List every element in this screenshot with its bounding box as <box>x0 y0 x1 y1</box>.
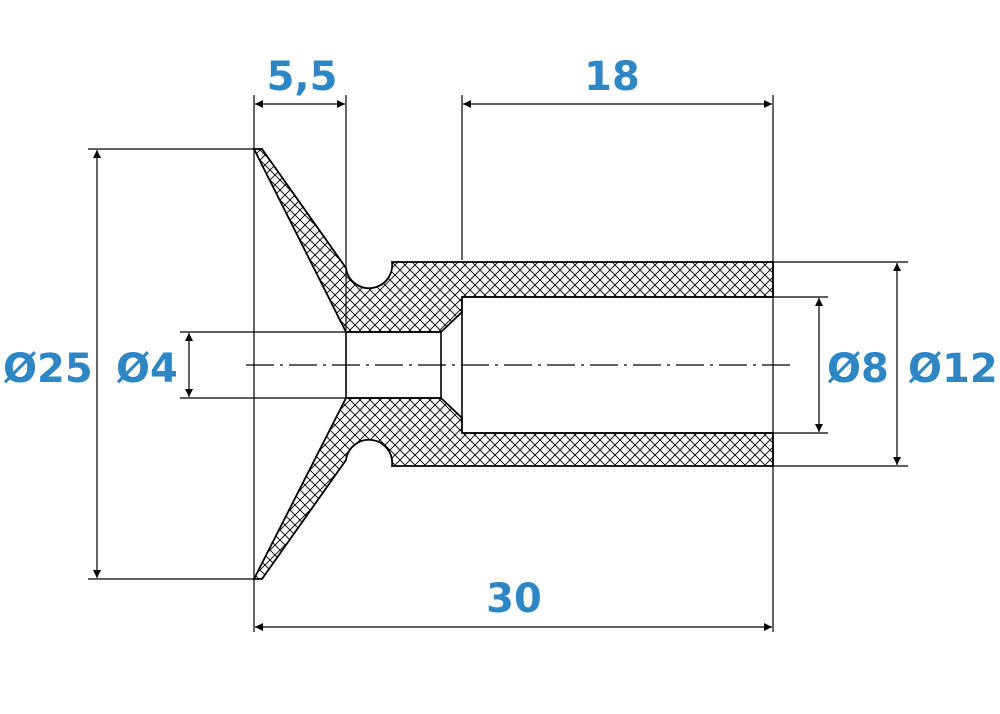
upper-section <box>252 148 774 333</box>
dimension-diameter-bore: Ø8 <box>827 346 889 392</box>
dimension-length-bore: 18 <box>584 54 640 100</box>
dimension-width-lip: 5,5 <box>267 54 338 100</box>
dimension-diameter-outer: Ø12 <box>908 346 998 392</box>
dimension-total-length: 30 <box>486 576 542 622</box>
extension-lines <box>88 95 908 632</box>
dimension-diameter-small-hole: Ø4 <box>116 346 178 392</box>
dimension-labels: 5,5 18 30 Ø25 Ø4 Ø8 Ø12 <box>3 54 998 622</box>
lower-section <box>252 397 774 580</box>
dimension-lines <box>93 100 901 631</box>
dimension-diameter-cup: Ø25 <box>3 346 93 392</box>
part-cross-section <box>252 148 774 580</box>
